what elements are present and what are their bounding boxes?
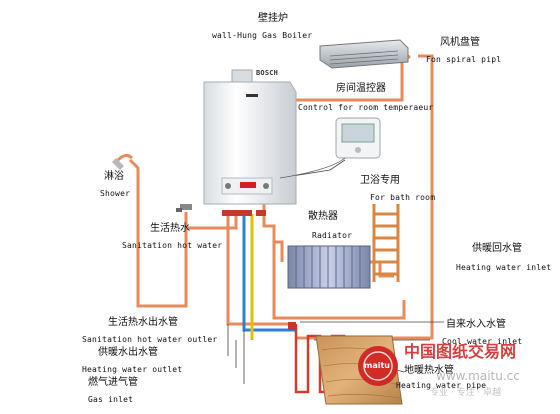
watermark-slogan: 专业 · 专注 · 卓越 xyxy=(430,388,502,398)
fan-coil-unit xyxy=(319,39,409,69)
gas-inlet-label-en: Gas inlet xyxy=(88,395,134,404)
boiler-brand: BOSCH xyxy=(256,69,279,77)
heating-outlet-label-cn: 供暖水出水管 xyxy=(98,347,158,358)
sanitation-tap xyxy=(176,204,192,212)
sanitation-hot-label-en: Sanitation hot water xyxy=(122,241,223,250)
fan-coil-label-en: Fon spiral pipl xyxy=(426,55,502,64)
cold-water-label-en: Cool water inlet xyxy=(442,337,523,346)
room-thermostat xyxy=(279,117,381,179)
bathroom-label-cn: 卫浴专用 xyxy=(360,175,400,186)
bathroom-label-en: For bath room xyxy=(370,193,436,202)
shower-label-en: Shower xyxy=(100,189,131,198)
floor-heating-label-en: Heating water pipe xyxy=(396,381,487,390)
pipe-valves xyxy=(222,210,296,330)
watermark-site: 中国图纸交易网 xyxy=(404,342,517,361)
towel-rail xyxy=(372,204,400,282)
boiler-unit xyxy=(203,69,297,205)
sanitation-outlet-label-cn: 生活热水出水管 xyxy=(108,317,178,328)
floor-heating-label-cn: 地暖热水管 xyxy=(404,365,454,376)
sanitation-hot-label-cn: 生活热水 xyxy=(150,223,190,234)
shower-label-cn: 淋浴 xyxy=(104,171,124,182)
boiler-label-cn: 壁挂炉 xyxy=(258,13,288,24)
watermark-logo xyxy=(358,346,398,386)
fan-coil-label-cn: 风机盘管 xyxy=(440,37,480,48)
radiator-label-en: Radiator xyxy=(312,231,353,240)
gas-inlet-label-cn: 燃气进气管 xyxy=(88,377,138,388)
radiator xyxy=(287,245,371,289)
heating-inlet-label-en: Heating water inlet xyxy=(456,263,552,272)
heating-inlet-label-cn: 供暖回水管 xyxy=(472,243,522,254)
thermostat-label-en: Control for room temperaeur xyxy=(298,103,434,112)
shower-head xyxy=(112,153,134,170)
heating-outlet-label-en: Heating water outlet xyxy=(82,365,183,374)
watermark-badge: maitu xyxy=(364,361,390,370)
boiler-label-en: wall-Hung Gas Boiler xyxy=(212,31,313,40)
sanitation-outlet-label-en: Sanitation hot water outler xyxy=(82,335,218,344)
watermark-url: www.maitu.cc xyxy=(436,369,520,383)
thermostat-label-cn: 房间温控器 xyxy=(336,83,386,94)
cold-water-label-cn: 自来水入水管 xyxy=(446,319,506,330)
radiator-label-cn: 散热器 xyxy=(308,211,338,222)
